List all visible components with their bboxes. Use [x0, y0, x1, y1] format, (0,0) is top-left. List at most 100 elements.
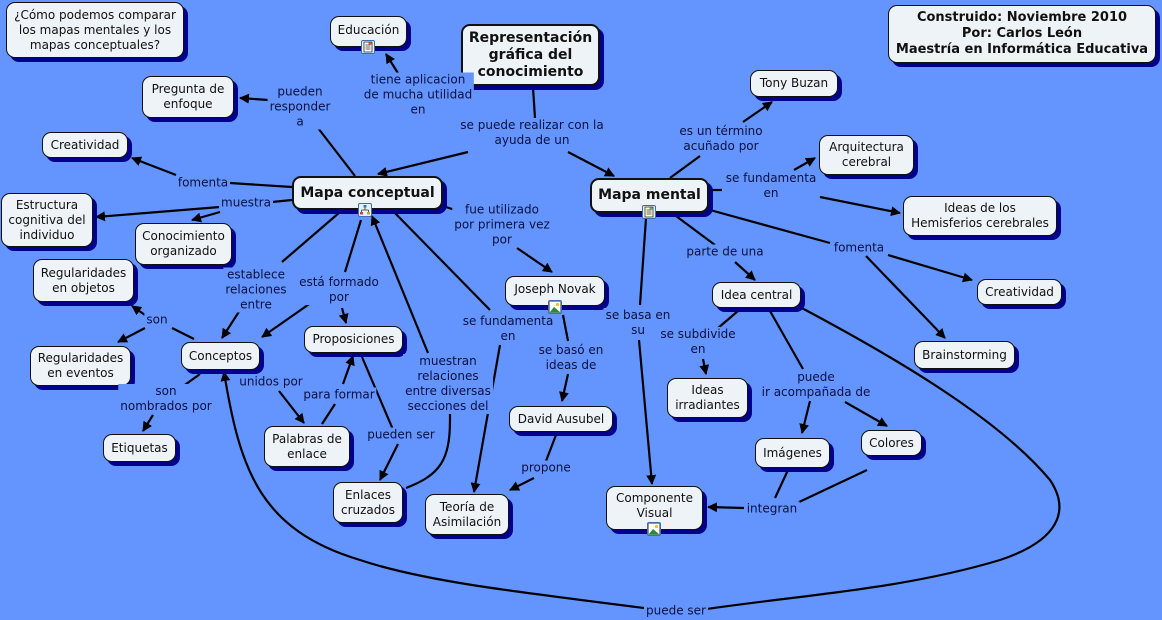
label-tiene-aplicacion: tiene aplicacion de mucha utilidad en [361, 72, 475, 118]
link-to-enlaces [379, 443, 399, 481]
node-hemisferios-cerebrales[interactable]: Ideas de los Hemisferios cerebrales [903, 196, 1057, 236]
node-pregunta-enfoque[interactable]: Pregunta de enfoque [142, 76, 234, 118]
link-to-creatividad-mm [887, 253, 973, 283]
document-icon[interactable] [642, 205, 656, 219]
link-cm-formado [343, 219, 363, 273]
link-to-creatividad-cm [131, 156, 177, 177]
label-fomenta-mm: fomenta [831, 240, 887, 256]
link-to-etiquetas [142, 414, 154, 432]
label-se-puede-realizar: se puede realizar con la ayuda de un [458, 118, 606, 148]
link-to-teoria-2 [509, 477, 535, 491]
label-se-baso: se basó en ideas de [536, 343, 606, 373]
node-etiquetas[interactable]: Etiquetas [103, 434, 176, 462]
link-puede-ser-conceptos [220, 371, 645, 610]
link-colores-integran [796, 469, 868, 504]
hierarchy-icon[interactable] [358, 203, 372, 217]
link-ausubel-propone [544, 434, 558, 462]
link-to-mapa-conceptual [377, 150, 469, 177]
label-establece: establece relaciones entre [223, 267, 289, 313]
label-pueden-responder: pueden responder a [267, 84, 333, 130]
link-root-down [531, 87, 537, 119]
node-david-ausubel[interactable]: David Ausubel [509, 406, 613, 432]
node-mapa-mental[interactable]: Mapa mental [590, 178, 709, 213]
image-icon[interactable] [647, 522, 661, 536]
link-conceptos-son [171, 327, 195, 340]
node-creatividad-cm[interactable]: Creatividad [42, 132, 128, 158]
node-arquitectura-cerebral[interactable]: Arquitectura cerebral [819, 135, 914, 175]
link-prop-pueden [360, 356, 396, 433]
node-ideas-irradiantes[interactable]: Ideas irradiantes [667, 378, 748, 418]
label-muestra: muestra [219, 195, 273, 211]
node-teoria-asimilacion[interactable]: Teoría de Asimilación [425, 494, 509, 535]
node-creatividad-mm[interactable]: Creatividad [977, 279, 1062, 305]
node-conocimiento-organizado[interactable]: Conocimiento organizado [135, 223, 232, 265]
node-colores[interactable]: Colores [861, 430, 922, 456]
link-ic-puede-ser [699, 305, 1061, 612]
node-idea-central[interactable]: Idea central [712, 282, 801, 308]
link-to-mapa-mental [567, 151, 615, 177]
label-puede-ser: puede ser [644, 603, 708, 619]
node-regularidades-eventos[interactable]: Regularidades en eventos [30, 346, 131, 386]
node-palabras-enlace[interactable]: Palabras de enlace [264, 426, 350, 467]
label-es-un-termino: es un término acuñado por [677, 124, 765, 154]
node-conceptos[interactable]: Conceptos [181, 342, 260, 370]
node-brainstorming[interactable]: Brainstorming [914, 341, 1015, 369]
node-regularidades-objetos[interactable]: Regularidades en objetos [33, 259, 134, 302]
label-se-fundamenta-cm: se fundamenta en [460, 314, 556, 344]
label-se-fundamenta-mm: se fundamenta en [723, 171, 819, 201]
link-to-colores [844, 401, 888, 427]
link-to-conocimiento [191, 210, 221, 223]
label-son-nombrados: son nombrados por [118, 384, 214, 414]
link-formado-conceptos [261, 299, 316, 338]
link-novak-baso [561, 314, 570, 342]
label-puede-acompanada: puede ir acompañada de [759, 370, 873, 400]
link-to-reg-eventos [117, 327, 146, 343]
label-propone: propone [519, 460, 573, 476]
link-mm-basa [638, 217, 648, 306]
link-enlaces-muestran [405, 413, 452, 490]
node-estructura-cognitiva[interactable]: Estructura cognitiva del individuo [1, 193, 93, 247]
document-icon[interactable] [361, 40, 375, 54]
link-cm-responder [317, 127, 356, 177]
label-integran: integran [744, 501, 800, 517]
link-to-componente-2 [707, 502, 745, 513]
link-to-tony [742, 101, 773, 123]
label-fue-utilizado: fue utilizado por primera vez por [452, 202, 552, 248]
link-mm-termino [669, 155, 701, 179]
node-tony-buzan[interactable]: Tony Buzan [750, 70, 838, 97]
label-son: son [144, 312, 170, 328]
link-cm-fomenta [229, 181, 293, 189]
label-parte-de-una: parte de una [684, 244, 766, 260]
label-se-subdivide: se subdivide en [658, 327, 738, 357]
link-to-imagenes [799, 400, 812, 434]
link-ic-subdivide [717, 310, 739, 329]
label-pueden-ser: pueden ser [365, 427, 437, 443]
credits-box[interactable]: Construido: Noviembre 2010 Por: Carlos L… [888, 5, 1156, 63]
node-imagenes[interactable]: Imágenes [755, 438, 830, 468]
link-to-componente [637, 339, 657, 485]
link-cm-establece [281, 211, 341, 263]
link-ic-puede [769, 310, 804, 370]
link-to-palabras [278, 390, 305, 424]
node-mapa-conceptual[interactable]: Mapa conceptual [292, 176, 443, 210]
node-root[interactable]: Representación gráfica del conocimiento [461, 24, 600, 86]
node-proposiciones[interactable]: Proposiciones [304, 326, 403, 353]
label-para-formar: para formar [301, 387, 377, 403]
link-imagenes-integran [774, 469, 789, 499]
link-cm-muestra [271, 198, 293, 204]
focus-question-box[interactable]: ¿Cómo podemos comparar los mapas mentale… [6, 2, 184, 58]
link-to-brainstorming [865, 255, 946, 339]
link-mm-parte [675, 215, 716, 246]
label-fomenta-cm: fomenta [175, 175, 231, 191]
link-to-teoria [470, 344, 502, 493]
image-icon[interactable] [548, 300, 562, 314]
link-muestran-up [370, 215, 430, 354]
link-to-estructura [95, 205, 221, 222]
link-to-hemisferios [819, 195, 901, 217]
link-cm-fundamenta [391, 209, 491, 311]
node-enlaces-cruzados[interactable]: Enlaces cruzados [333, 482, 403, 523]
label-unidos-por: unidos por [237, 374, 305, 390]
link-to-ausubel [559, 373, 570, 402]
link-to-arquitectura [793, 157, 816, 171]
